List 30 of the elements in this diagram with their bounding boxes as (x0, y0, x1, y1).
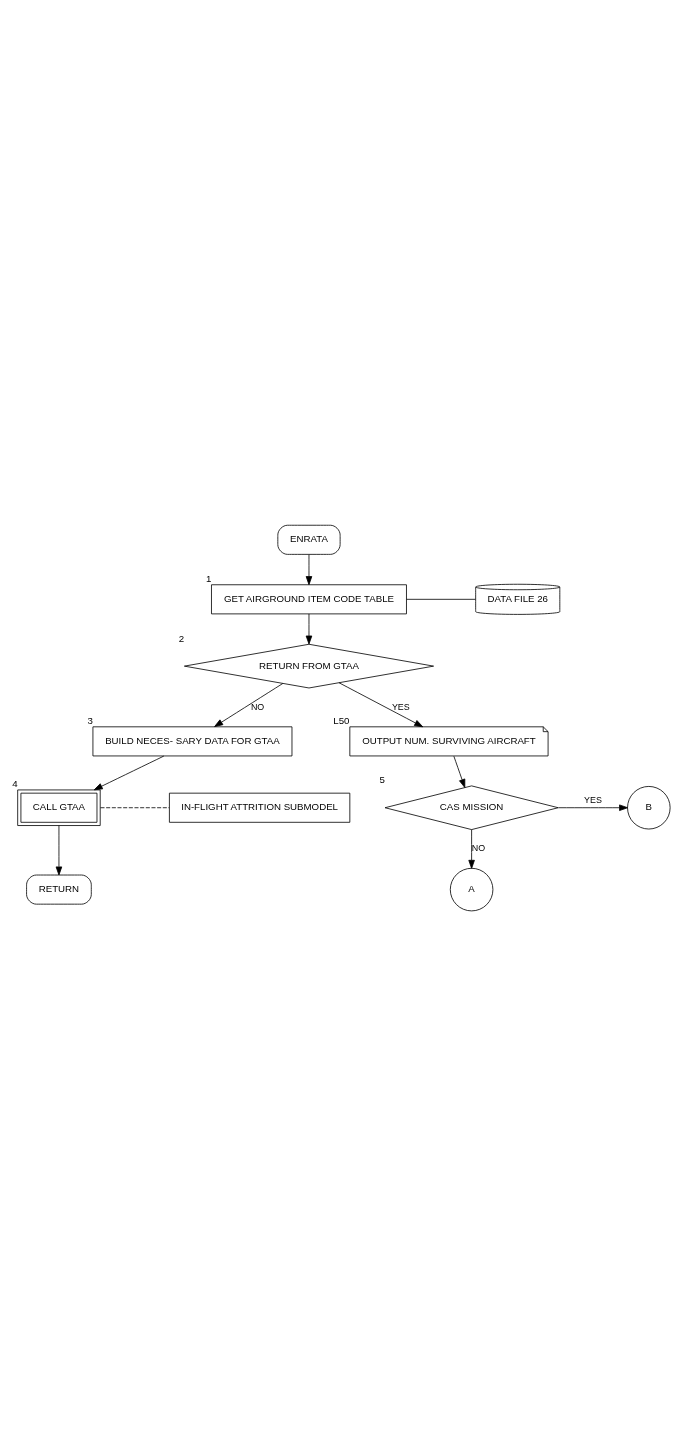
arrow (214, 683, 284, 727)
node-label: 2 (178, 632, 185, 644)
node-label: 1 (205, 573, 212, 585)
node-diamond: RETURN FROM GTAA (183, 643, 434, 689)
node-box: IN-FLIGHT ATTRITION SUBMODEL (169, 792, 351, 823)
arrow (305, 554, 313, 586)
node-circle: A (449, 867, 494, 912)
connector (100, 807, 170, 809)
arrow (93, 755, 165, 791)
arrow (558, 804, 629, 811)
node-circle: B (627, 786, 671, 830)
node-box: ENRATA (277, 524, 341, 555)
node-diamond: CAS MISSION (384, 785, 559, 830)
node-box: GET AIRGROUND ITEM CODE TABLE (211, 584, 407, 615)
arrow (55, 825, 63, 876)
arrow (305, 613, 313, 645)
node-label: 5 (379, 774, 385, 786)
edge-label: NO (471, 843, 486, 854)
edge-label: NO (250, 701, 265, 712)
node-label: 4 (12, 778, 18, 790)
connector (406, 598, 477, 600)
node-box: RETURN (26, 874, 92, 905)
node-label: L50 (333, 715, 350, 727)
edge-label: YES (584, 794, 602, 805)
edge-label: YES (391, 701, 410, 712)
node-box: BUILD NECES- SARY DATA FOR GTAA (92, 726, 293, 757)
node-label: 3 (87, 715, 93, 727)
arrow (338, 682, 424, 728)
arrow (453, 755, 466, 788)
arrow (468, 829, 475, 869)
